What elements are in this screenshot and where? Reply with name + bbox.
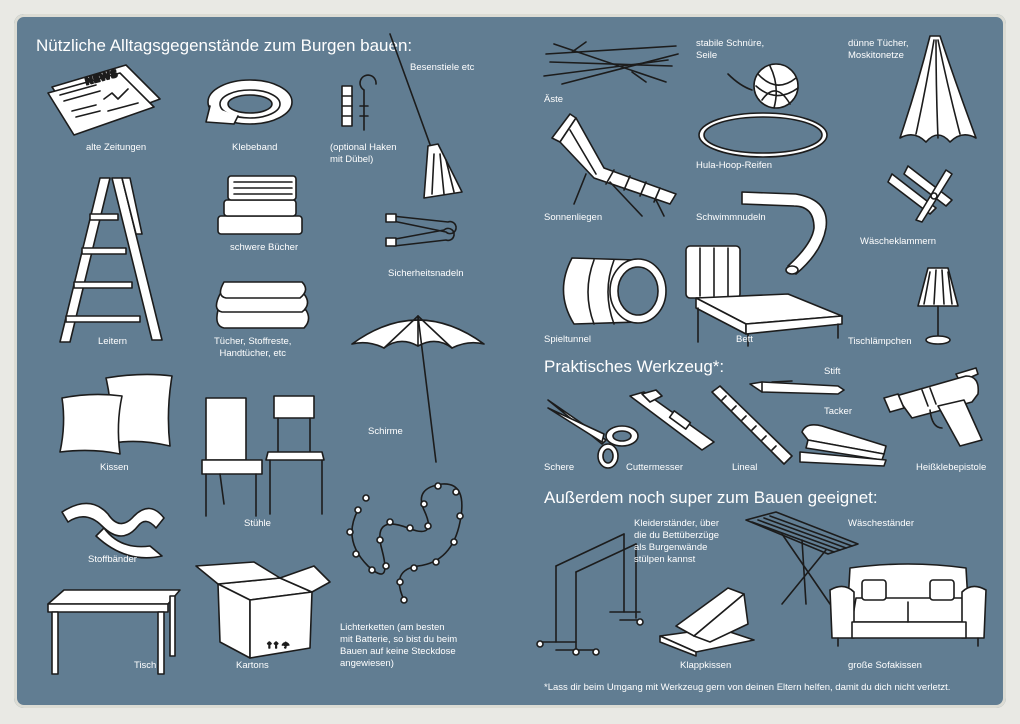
heading-extra: Außerdem noch super zum Bauen geeignet:: [544, 488, 878, 507]
label-aeste: Äste: [544, 94, 564, 105]
label-lichterketten: Lichterketten (am besten mit Batterie, s…: [340, 622, 458, 669]
label-stift: Stift: [824, 366, 841, 377]
label-hulahoop: Hula-Hoop-Reifen: [696, 160, 773, 171]
label-stoffbaender: Stoffbänder: [88, 554, 137, 565]
label-besenstiele: Besenstiele etc: [410, 62, 475, 73]
label-tacker: Tacker: [824, 406, 852, 417]
bed-icon: [685, 245, 843, 347]
label-tisch: Tisch: [134, 660, 157, 671]
label-kleiderstaender: Kleiderständer, über die du Bettüberzüge…: [634, 518, 720, 565]
label-sicherheitsnadeln: Sicherheitsnadeln: [388, 268, 464, 279]
string-lights-icon: [346, 482, 464, 604]
sofa-icon: [829, 563, 987, 647]
table-icon: [47, 589, 181, 675]
label-leitern: Leitern: [98, 336, 128, 347]
scissors-icon: [547, 399, 639, 469]
hook-dowel-icon: [341, 74, 377, 131]
footnote: *Lass dir beim Umgang mit Werkzeug gern …: [544, 682, 951, 693]
label-tuecher: Tücher, Stoffreste, Handtücher, etc: [214, 336, 292, 359]
towels-icon: [215, 281, 310, 329]
label-klappkissen: Klappkissen: [680, 660, 732, 671]
table-lamp-icon: [917, 267, 959, 345]
label-heissklebepistole: Heißklebepistole: [916, 462, 987, 473]
glue-gun-icon: [883, 367, 983, 447]
label-schirme: Schirme: [368, 426, 403, 437]
heading-tools: Praktisches Werkzeug*:: [544, 357, 725, 376]
books-icon: [217, 175, 303, 235]
label-kartons: Kartons: [236, 660, 269, 671]
umbrella-icon: [351, 315, 485, 463]
tape-icon: [205, 79, 293, 125]
poster-board: Nützliche Alltagsgegenstände zum Burgen …: [14, 14, 1006, 708]
label-zeitungen: alte Zeitungen: [86, 142, 147, 153]
clothespins-icon: [887, 165, 953, 223]
folding-mattress-icon: [659, 587, 755, 657]
ruler-icon: [711, 385, 793, 465]
broom-icon: [389, 33, 463, 199]
label-schnuere: stabile Schnüre, Seile: [696, 38, 765, 61]
label-sofakissen: große Sofakissen: [848, 660, 922, 671]
label-schwimmnudeln: Schwimmnudeln: [696, 212, 766, 223]
label-duenne-tuecher: dünne Tücher, Moskitonetze: [848, 38, 909, 61]
label-stuehle: Stühle: [244, 518, 271, 529]
label-buecher: schwere Bücher: [230, 242, 299, 253]
label-waeschestaender: Wäscheständer: [848, 518, 915, 529]
heading-everyday-items: Nützliche Alltagsgegenstände zum Burgen …: [36, 36, 413, 55]
label-lineal: Lineal: [732, 462, 758, 473]
label-cuttermesser: Cuttermesser: [626, 462, 684, 473]
play-tunnel-icon: [562, 257, 667, 325]
ribbon-icon: [61, 502, 165, 559]
cutter-knife-icon: [629, 389, 715, 451]
clothes-rack-icon: [536, 533, 644, 656]
label-kissen: Kissen: [100, 462, 129, 473]
branches-icon: [543, 41, 679, 85]
sheer-curtain-icon: [899, 35, 977, 143]
label-spieltunnel: Spieltunnel: [544, 334, 592, 345]
pen-icon: [749, 380, 845, 395]
stapler-icon: [799, 424, 887, 467]
label-bett: Bett: [736, 334, 753, 345]
cardboard-box-icon: ⇡⇡ ☂: [195, 561, 331, 659]
drying-rack-icon: [745, 511, 859, 605]
pool-noodles-icon: [741, 191, 828, 275]
ladder-icon: [59, 177, 163, 343]
label-klebeband: Klebeband: [232, 142, 278, 153]
safety-pins-icon: [385, 213, 457, 247]
svg-text:⇡⇡ ☂: ⇡⇡ ☂: [266, 641, 289, 650]
pillows-icon: [59, 373, 173, 455]
chairs-icon: [201, 395, 325, 517]
sun-lounger-icon: [551, 113, 677, 217]
label-schere: Schere: [544, 462, 575, 473]
newspaper-icon: NEWS: [47, 64, 161, 136]
label-sonnenliegen: Sonnenliegen: [544, 212, 603, 223]
label-haken: (optional Haken mit Dübel): [330, 142, 397, 165]
label-tischlaempchen: Tischlämpchen: [848, 336, 912, 347]
label-waescheklammern: Wäscheklammern: [860, 236, 937, 247]
rope-ball-icon: [727, 63, 799, 109]
hula-hoop-icon: [698, 112, 828, 158]
